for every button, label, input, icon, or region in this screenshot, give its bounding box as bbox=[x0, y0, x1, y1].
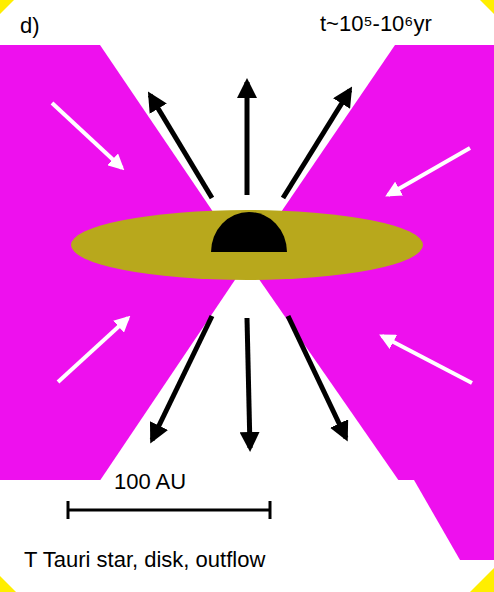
caption-text: T Tauri star, disk, outflow bbox=[22, 548, 267, 572]
outflow-arrow bbox=[247, 318, 250, 448]
star bbox=[211, 212, 287, 252]
panel-label: d) bbox=[18, 14, 42, 38]
outflow-arrow bbox=[152, 316, 212, 440]
corner bbox=[470, 568, 494, 592]
scale-tick bbox=[269, 501, 272, 519]
envelope-right-lower bbox=[414, 480, 494, 560]
corner bbox=[480, 0, 494, 14]
corner bbox=[0, 0, 14, 14]
scale-tick bbox=[67, 501, 70, 519]
outflow-arrow bbox=[283, 90, 350, 198]
envelope-left bbox=[0, 45, 247, 540]
disk bbox=[71, 210, 423, 280]
infall-arrow bbox=[382, 336, 472, 383]
outflow-arrow bbox=[245, 82, 250, 195]
scale-bar bbox=[68, 509, 270, 512]
corner bbox=[0, 576, 16, 592]
infall-arrow bbox=[388, 148, 470, 195]
outflow-arrow bbox=[288, 316, 346, 438]
scale-label: 100 AU bbox=[112, 470, 188, 494]
outflow-arrow bbox=[150, 95, 212, 198]
infall-arrow bbox=[58, 318, 128, 382]
infall-arrow bbox=[52, 103, 122, 168]
envelope-right bbox=[247, 45, 494, 540]
bottom-ground bbox=[0, 480, 494, 592]
time-label: t~10⁵-10⁶yr bbox=[318, 12, 434, 36]
